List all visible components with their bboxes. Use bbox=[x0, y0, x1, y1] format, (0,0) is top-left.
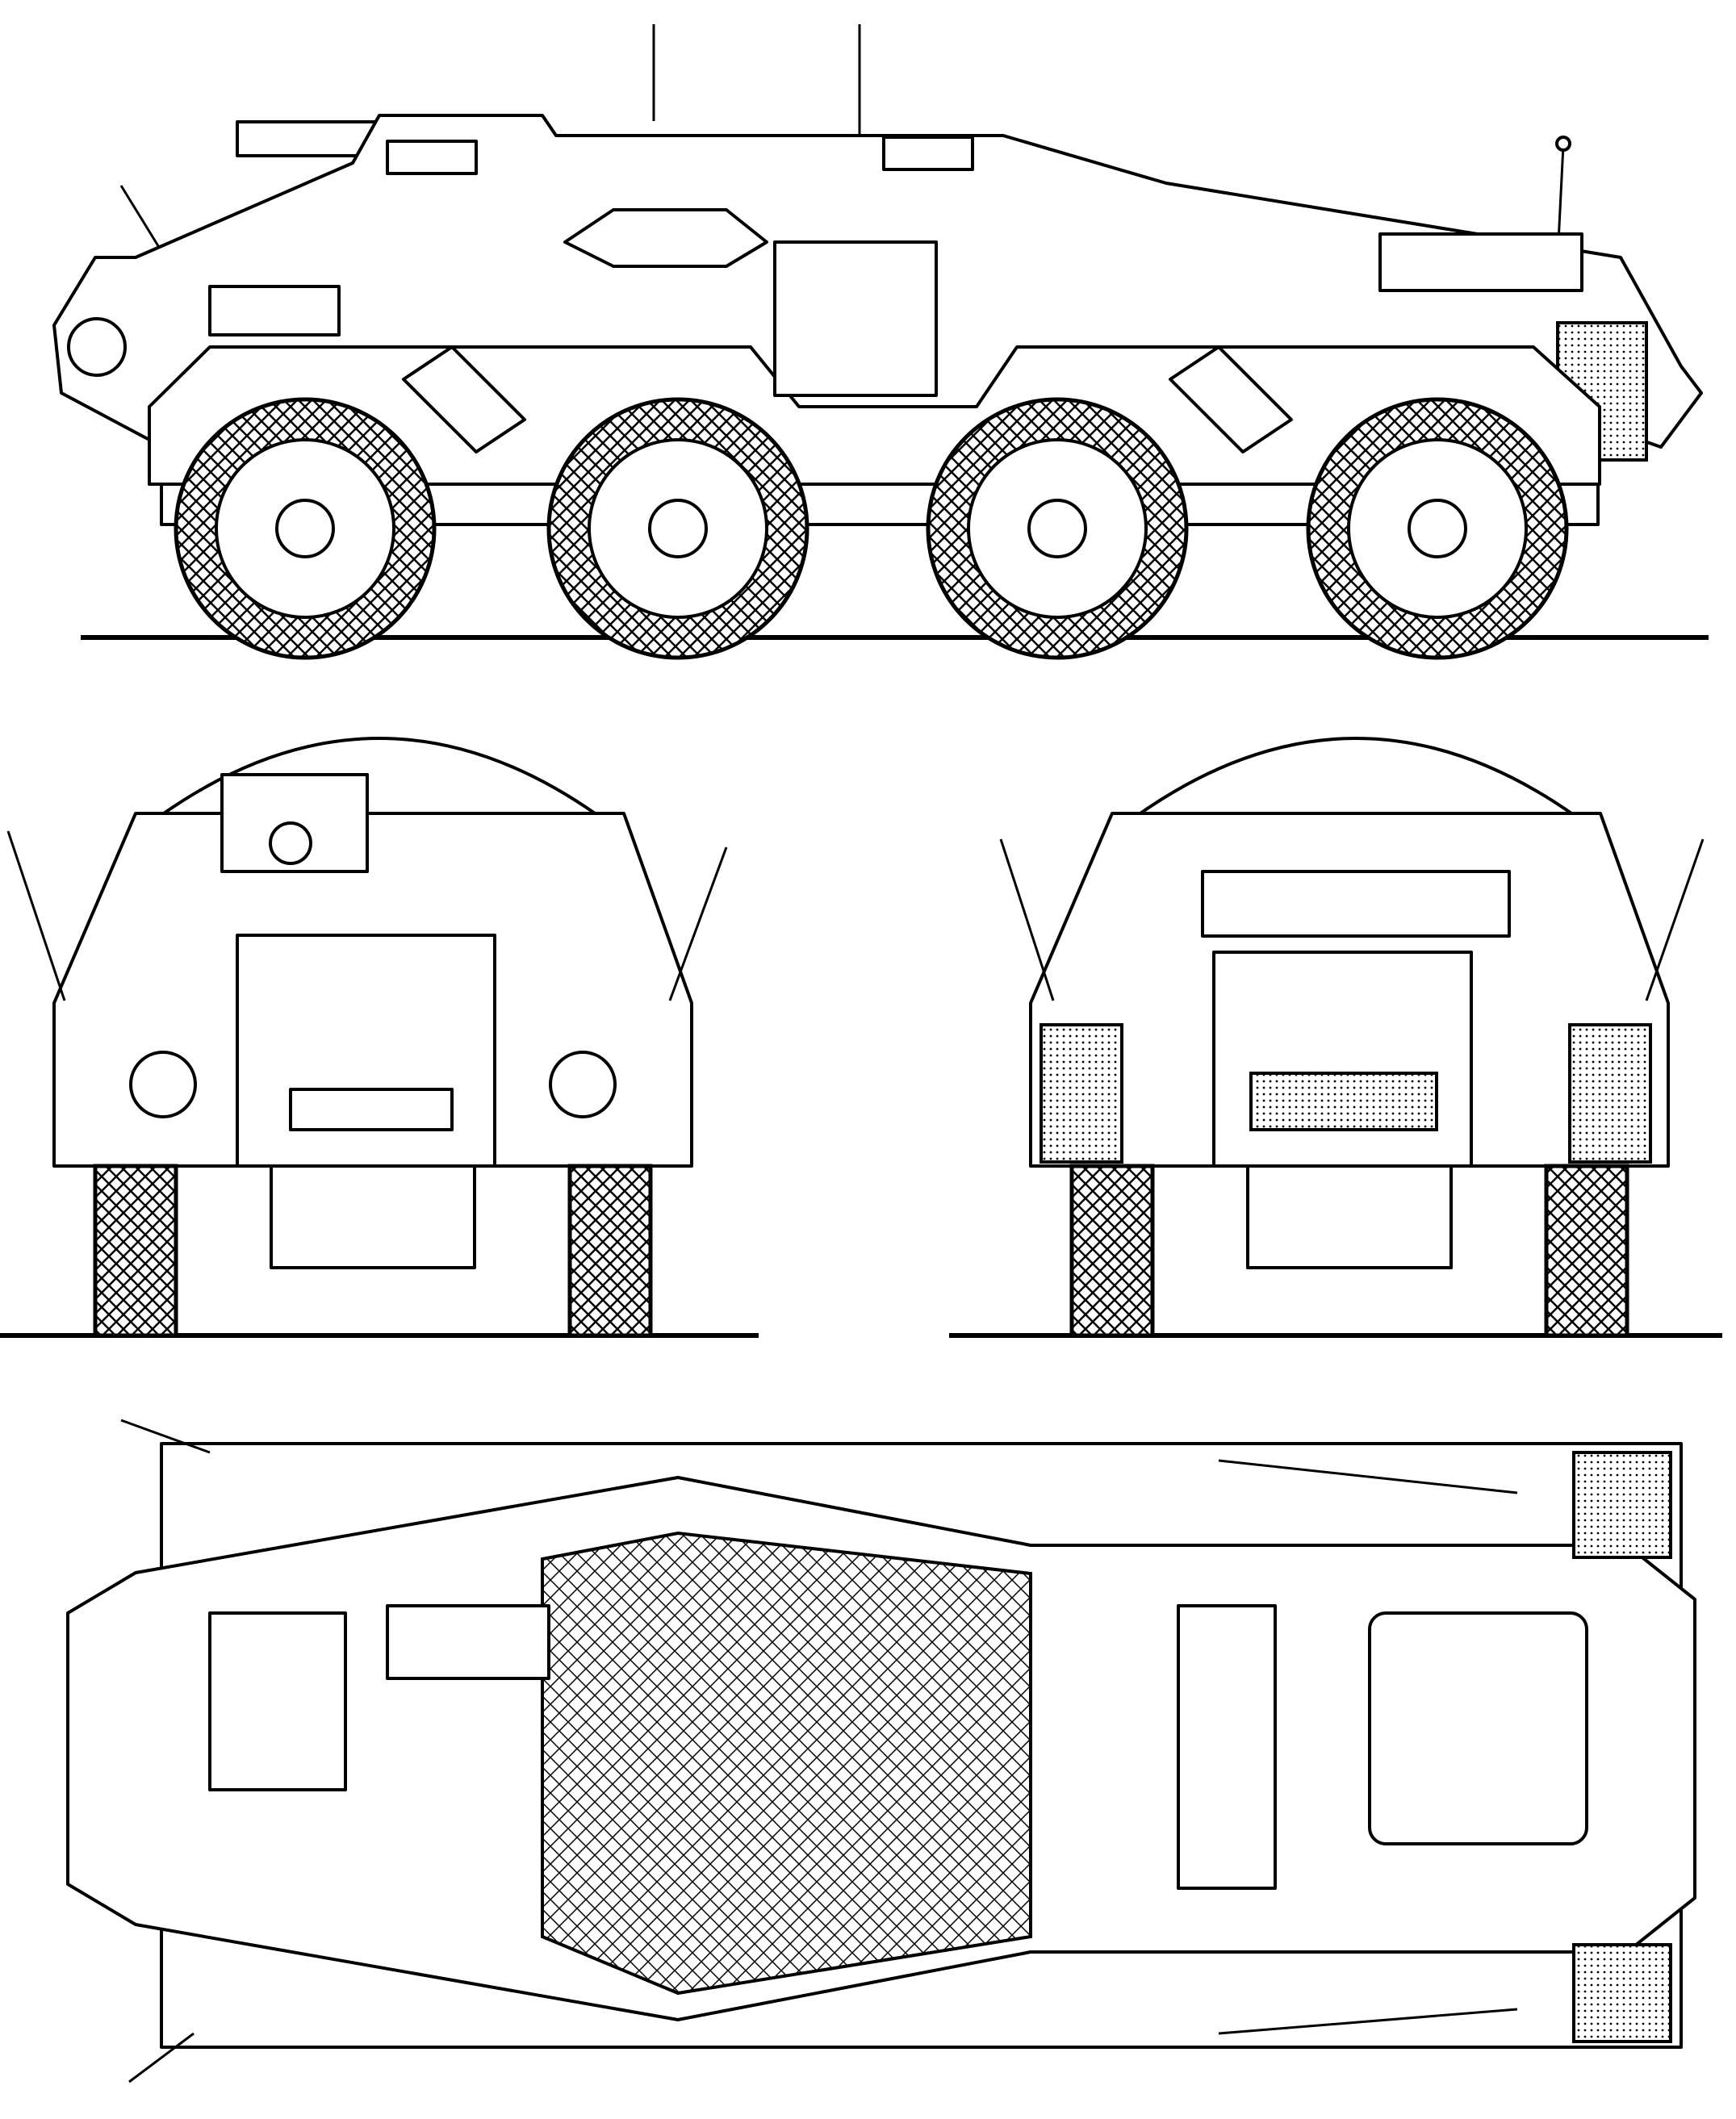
antenna bbox=[1645, 838, 1705, 1001]
radiator bbox=[1568, 1023, 1652, 1164]
hatch-handle bbox=[882, 136, 974, 171]
gun-muzzle bbox=[269, 821, 312, 865]
front-plate bbox=[236, 934, 496, 1168]
wheel bbox=[926, 397, 1189, 660]
engine-deck bbox=[1201, 870, 1511, 938]
top-view bbox=[66, 1419, 1696, 2083]
wheel-tread bbox=[93, 1164, 178, 1338]
rear-view bbox=[949, 737, 1722, 1338]
side-panel bbox=[402, 345, 526, 453]
radiator-top bbox=[1572, 1451, 1672, 1559]
front-hatch bbox=[208, 1611, 347, 1791]
turret-gun bbox=[386, 1604, 550, 1680]
wheel-tread bbox=[1544, 1164, 1629, 1338]
fighting-compartment bbox=[541, 1531, 1032, 1996]
antenna bbox=[128, 2032, 195, 2083]
engine-hatch bbox=[1368, 1611, 1588, 1845]
antenna bbox=[120, 1419, 211, 1454]
radiator bbox=[1040, 1023, 1123, 1164]
engine-louvres bbox=[1177, 1604, 1277, 1890]
headlight bbox=[549, 1051, 617, 1118]
hatch-handle bbox=[386, 140, 478, 175]
lower-box bbox=[1246, 1164, 1453, 1269]
wheel-tread bbox=[567, 1164, 653, 1338]
wheel bbox=[546, 397, 809, 660]
wheel-tread bbox=[1069, 1164, 1155, 1338]
wheel bbox=[174, 397, 437, 660]
front-view bbox=[0, 737, 759, 1338]
wheel bbox=[1306, 397, 1569, 660]
antenna bbox=[6, 830, 66, 1001]
antenna bbox=[1218, 2008, 1518, 2035]
side-panel bbox=[1169, 345, 1293, 453]
licence-plate bbox=[289, 1088, 454, 1131]
antenna-tip bbox=[1555, 136, 1571, 152]
rear-plate bbox=[1212, 951, 1473, 1168]
antenna bbox=[668, 846, 728, 1001]
side-door bbox=[773, 240, 938, 397]
stowage-box bbox=[208, 285, 341, 336]
engine-grille bbox=[1249, 1072, 1438, 1131]
headlight bbox=[67, 317, 127, 377]
stowage-box bbox=[1378, 232, 1583, 292]
lower-box bbox=[270, 1164, 476, 1269]
headlight bbox=[129, 1051, 197, 1118]
side-view bbox=[52, 24, 1709, 660]
radiator-top bbox=[1572, 1943, 1672, 2043]
antenna bbox=[1218, 1459, 1518, 1494]
antenna bbox=[999, 838, 1055, 1001]
turret-dome bbox=[1136, 737, 1575, 817]
vision-port bbox=[563, 208, 768, 268]
